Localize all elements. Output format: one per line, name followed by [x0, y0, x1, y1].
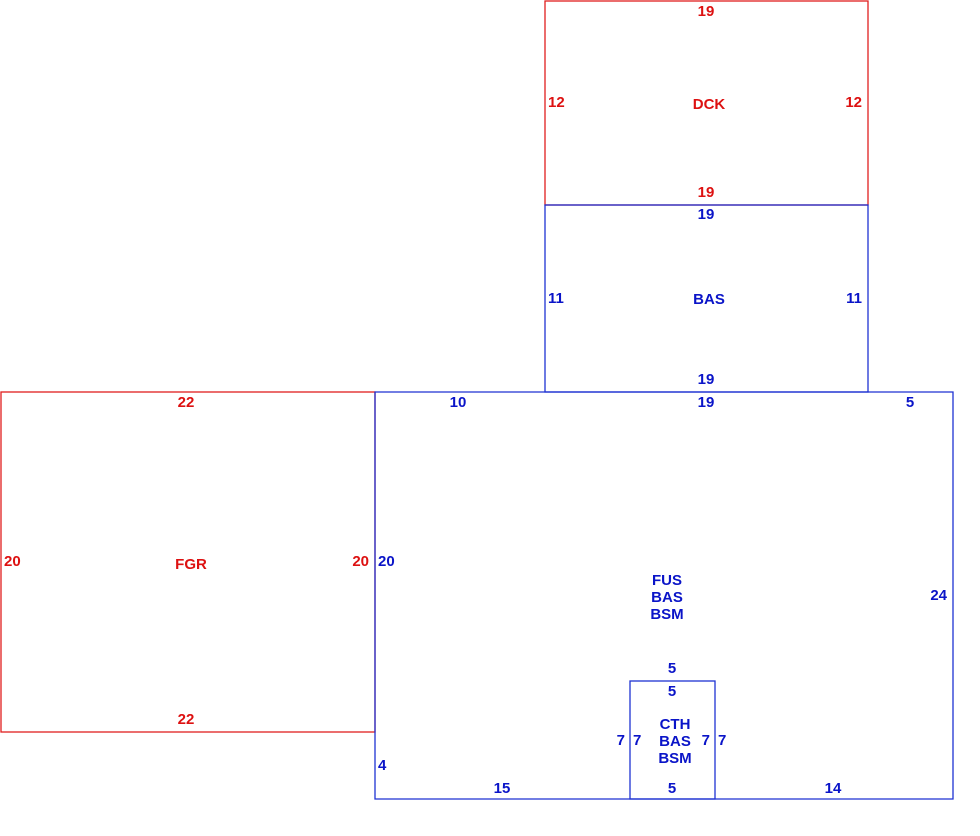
upper-bas-right-dimension: 11 [846, 290, 862, 307]
main-top-left-dimension: 10 [450, 394, 467, 411]
cth-top-inner-dimension: 5 [668, 683, 676, 700]
cth-bottom-dimension: 5 [668, 780, 676, 797]
cth-outline [629, 680, 716, 800]
main-top-right-dimension: 5 [906, 394, 914, 411]
main-left-lower-dimension: 4 [378, 757, 387, 774]
cth-area-code-2: BAS [659, 733, 691, 750]
upper-bas-area-code: BAS [693, 291, 725, 308]
main-top-mid-dimension: 19 [698, 394, 715, 411]
main-bottom-right-dimension: 14 [825, 780, 842, 797]
main-left-upper-dimension: 20 [378, 553, 395, 570]
garage-area-code: FGR [175, 556, 207, 573]
garage-right-dimension: 20 [352, 553, 369, 570]
upper-bas-left-dimension: 11 [548, 290, 564, 307]
main-bottom-left-dimension: 15 [494, 780, 511, 797]
cth-right-outer-dimension: 7 [718, 732, 726, 749]
main-area-code-3: BSM [650, 606, 683, 623]
garage-top-dimension: 22 [178, 394, 195, 411]
deck-top-dimension: 19 [698, 3, 715, 20]
cth-right-inner-dimension: 7 [702, 732, 710, 749]
garage-left-dimension: 20 [4, 553, 21, 570]
deck-area-code: DCK [693, 96, 726, 113]
main-outline [374, 391, 954, 800]
deck-bottom-dimension: 19 [698, 184, 715, 201]
main-area-code-1: FUS [652, 572, 682, 589]
cth-area-code-1: CTH [660, 716, 691, 733]
main-area-code-2: BAS [651, 589, 683, 606]
deck-right-dimension: 12 [845, 94, 862, 111]
main-right-dimension: 24 [930, 587, 947, 604]
cth-left-inner-dimension: 7 [633, 732, 641, 749]
cth-top-outer-dimension: 5 [668, 660, 676, 677]
cth-left-outer-dimension: 7 [617, 732, 625, 749]
garage-bottom-dimension: 22 [178, 711, 195, 728]
upper-bas-bottom-dimension: 19 [698, 371, 715, 388]
upper-bas-top-dimension: 19 [698, 206, 715, 223]
deck-left-dimension: 12 [548, 94, 565, 111]
cth-area-code-3: BSM [658, 750, 691, 767]
